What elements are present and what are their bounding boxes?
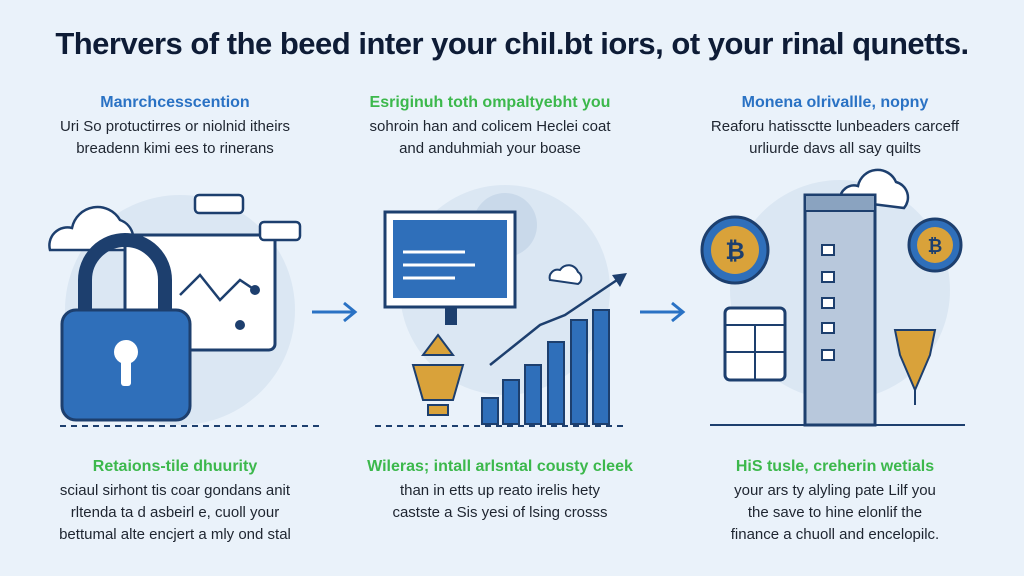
trend-arrow-icon (489, 276, 621, 366)
calendar-icon (723, 306, 787, 382)
growth-illustration (375, 185, 627, 427)
section-text: bettumal alte encjert a mly ond stal (59, 526, 291, 543)
section-security-bottom: Retaions-tile dhuurity sciaul sirhont ti… (15, 458, 335, 546)
svg-text:₿: ₿ (725, 237, 745, 265)
section-text: than in etts up reato irelis hety (399, 482, 601, 499)
section-text: castste a Sis yesi of lsing crosss (392, 504, 608, 521)
section-text: finance a chuoll and encelopilc. (730, 526, 940, 543)
building-icon (803, 193, 877, 427)
svg-text:₿: ₿ (928, 236, 943, 257)
section-text: and anduhmiah your boase (399, 140, 581, 157)
bitcoin-icon: ₿ (700, 215, 770, 285)
section-heading: Wileras; intall arlsntal cousty cleek (367, 458, 633, 475)
section-text: Reaforu hatissctte lunbeaders carceff (710, 118, 960, 135)
section-growth-bottom: Wileras; intall arlsntal cousty cleek th… (340, 458, 660, 524)
section-heading: Monena olrivallle, nopny (741, 94, 929, 111)
pen-nib-icon (893, 329, 937, 405)
section-heading: Manrchcesscention (100, 94, 250, 111)
bitcoin-icon: ₿ (907, 217, 963, 273)
section-security-top: Manrchcesscention Uri So protuctirres or… (15, 94, 335, 160)
section-finance-top: Monena olrivallle, nopny Reaforu hatissc… (675, 94, 995, 160)
cloud-icon (548, 264, 583, 286)
arrow-right-icon (640, 301, 686, 323)
section-heading: Esriginuh toth ompaltyebht you (369, 94, 611, 111)
section-heading: HiS tusle, creherin wetials (735, 458, 935, 475)
arrow-right-icon (312, 301, 358, 323)
section-finance-bottom: HiS tusle, creherin wetials your ars ty … (675, 458, 995, 546)
section-text: sciaul sirhont tis coar gondans anit (59, 482, 291, 499)
section-text: the save to hine elonlif the (747, 504, 923, 521)
section-text: breadenn kimi ees to rinerans (76, 140, 274, 157)
page-title: Thervers of the beed inter your chil.bt … (55, 26, 969, 61)
chat-bubble-icon (193, 193, 245, 215)
section-heading: Retaions-tile dhuurity (92, 458, 258, 475)
section-growth-top: Esriginuh toth ompaltyebht you sohroin h… (330, 94, 650, 160)
section-text: Uri So protuctirres or niolnid itheirs (59, 118, 291, 135)
section-text: rltenda ta d asbeirl e, cuoll your (70, 504, 280, 521)
trophy-icon (411, 333, 465, 416)
padlock-icon (60, 233, 192, 422)
security-illustration (48, 193, 320, 427)
bar-chart-icon (481, 309, 610, 425)
section-text: sohroin han and colicem Heclei coat (369, 118, 611, 135)
section-text: urliurde davs all say quilts (749, 140, 921, 157)
section-text: your ars ty alyling pate Lilf you (734, 482, 936, 499)
finance-illustration: ₿ ₿ (700, 168, 965, 427)
